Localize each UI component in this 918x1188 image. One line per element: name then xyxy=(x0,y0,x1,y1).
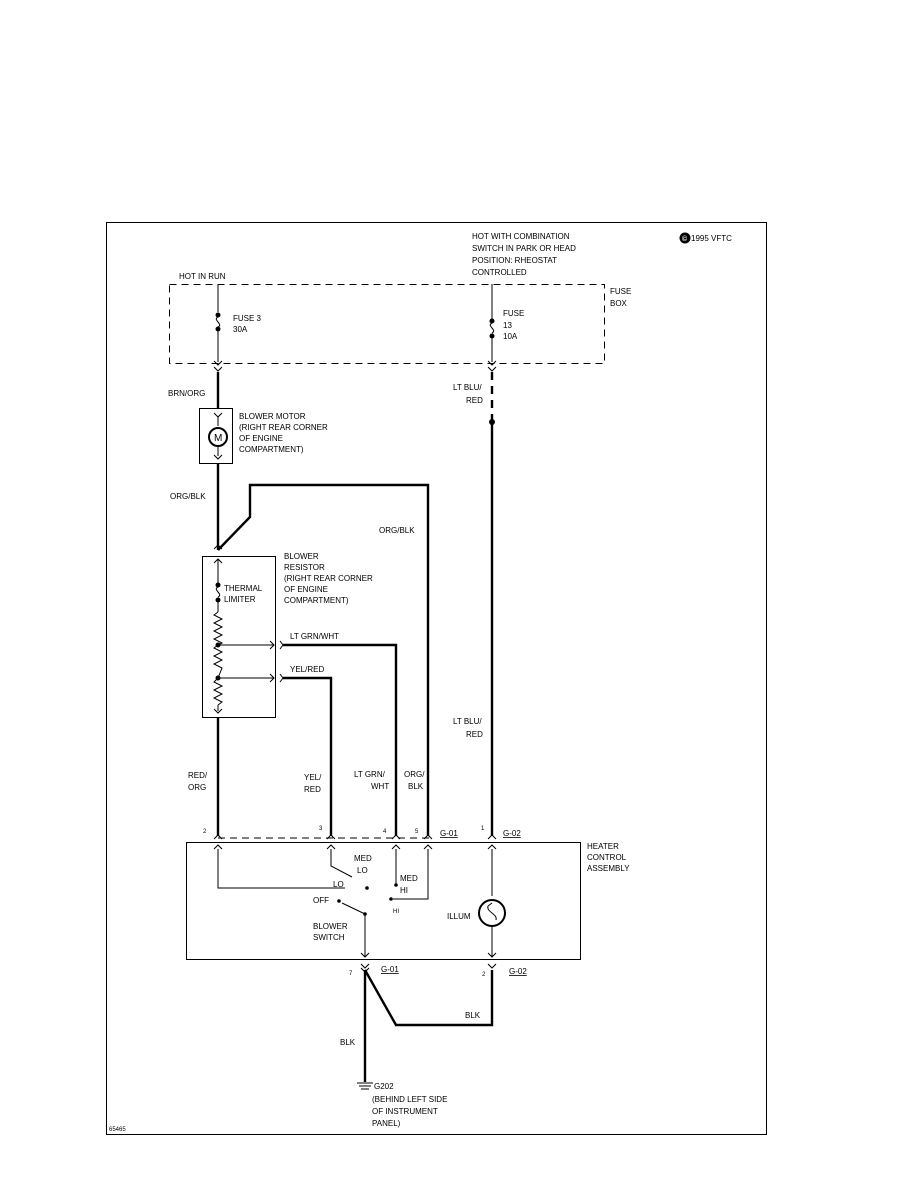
copyright-text: 1995 VFTC xyxy=(691,234,732,243)
heater-control-label: HEATER CONTROL ASSEMBLY xyxy=(587,842,630,873)
switch-med-hi-label: MED HI xyxy=(400,874,420,895)
hot-with-combination-label: HOT WITH COMBINATION SWITCH IN PARK OR H… xyxy=(472,232,578,277)
g02-top-label: G-02 xyxy=(503,829,521,838)
lt-blu-red-top-label: LT BLU/ RED xyxy=(453,383,484,405)
switch-lo-label: LO xyxy=(333,880,344,889)
pin-4-top: 4 xyxy=(383,829,387,835)
ground-id-label: G202 xyxy=(374,1082,394,1091)
pin-1-top: 1 xyxy=(481,826,485,832)
yel-red-v-label: YEL/ RED xyxy=(304,773,324,794)
connector-chevrons-top xyxy=(213,834,497,850)
pin-5-top: 5 xyxy=(415,829,419,835)
g02-bottom-label: G-02 xyxy=(509,967,527,976)
lt-grn-wht-wire xyxy=(283,643,398,836)
switch-hi-wire xyxy=(393,849,429,900)
org-blk-right-label: ORG/BLK xyxy=(379,526,415,535)
thermal-limiter-label: THERMAL LIMITER xyxy=(224,584,264,604)
diagram-frame xyxy=(106,222,767,1135)
switch-lo-wire xyxy=(217,849,345,889)
blower-resistor-box xyxy=(202,556,276,718)
blower-motor-box xyxy=(199,408,233,464)
thermal-limiter-symbol xyxy=(215,582,221,603)
svg-text:©: © xyxy=(682,235,688,243)
fuse-box-outline xyxy=(169,284,605,364)
blower-motor-m: M xyxy=(214,433,222,444)
blower-resistor-label: BLOWER RESISTOR (RIGHT REAR CORNER OF EN… xyxy=(284,552,375,605)
pin-3-top: 3 xyxy=(319,826,323,832)
blk-right-label: BLK xyxy=(465,1011,481,1020)
switch-hi-label: HI xyxy=(393,909,399,915)
yel-red-h-label: YEL/RED xyxy=(290,665,324,674)
org-blk-top-label: ORG/BLK xyxy=(170,492,206,501)
org-blk-v-label: ORG/ BLK xyxy=(404,770,427,791)
figure-id: 65465 xyxy=(109,1127,126,1133)
ground-location-label: (BEHIND LEFT SIDE OF INSTRUMENT PANEL) xyxy=(372,1095,450,1128)
copyright-mark: © 1995 VFTC xyxy=(679,232,732,244)
resistor-element-lower xyxy=(212,677,224,706)
red-org-label: RED/ ORG xyxy=(188,771,209,792)
resistor-element-upper xyxy=(212,611,224,646)
heater-control-box xyxy=(186,842,581,960)
pin-7-bottom: 7 xyxy=(349,971,353,977)
switch-medlo-wire xyxy=(330,849,353,878)
hot-in-run-label: HOT IN RUN xyxy=(179,272,226,281)
g02-bottom-connector xyxy=(487,963,497,969)
g01-bottom-label: G-01 xyxy=(381,965,399,974)
g01-top-label: G-01 xyxy=(440,829,458,838)
blower-motor-label: BLOWER MOTOR (RIGHT REAR CORNER OF ENGIN… xyxy=(239,412,330,454)
ground-symbol xyxy=(357,1082,373,1090)
fuse13-label: FUSE 13 10A xyxy=(503,309,527,341)
switch-med-lo-label: MED LO xyxy=(354,854,374,875)
illum-filament xyxy=(487,902,497,921)
switch-off-label: OFF xyxy=(313,896,329,905)
fuse3-connector xyxy=(213,360,223,372)
fuse13-connector xyxy=(487,360,497,372)
fuse3-symbol xyxy=(215,312,221,332)
illum-label: ILLUM xyxy=(447,912,471,921)
yel-red-wire xyxy=(283,676,333,836)
blower-switch-label: BLOWER SWITCH xyxy=(313,922,350,942)
blower-switch-blade xyxy=(341,902,366,915)
org-blk-wire-bypass xyxy=(217,483,430,836)
blk-splice-wire xyxy=(363,969,494,1027)
fuse3-label: FUSE 3 30A xyxy=(233,314,263,334)
lt-grn-wht-h-label: LT GRN/WHT xyxy=(290,632,339,641)
pin-2-bottom: 2 xyxy=(482,972,486,978)
blk-down-label: BLK xyxy=(340,1038,356,1047)
switch-off-contact xyxy=(337,899,341,903)
pin-2-top: 2 xyxy=(203,829,207,835)
lt-grn-wht-v-label: LT GRN/ WHT xyxy=(354,770,389,791)
resistor-element-middle xyxy=(212,644,224,679)
fuse13-symbol xyxy=(489,318,495,339)
brn-org-label: BRN/ORG xyxy=(168,389,205,398)
lt-blu-red-mid-label: LT BLU/ RED xyxy=(453,717,484,739)
fuse-box-label: FUSE BOX xyxy=(610,287,634,308)
